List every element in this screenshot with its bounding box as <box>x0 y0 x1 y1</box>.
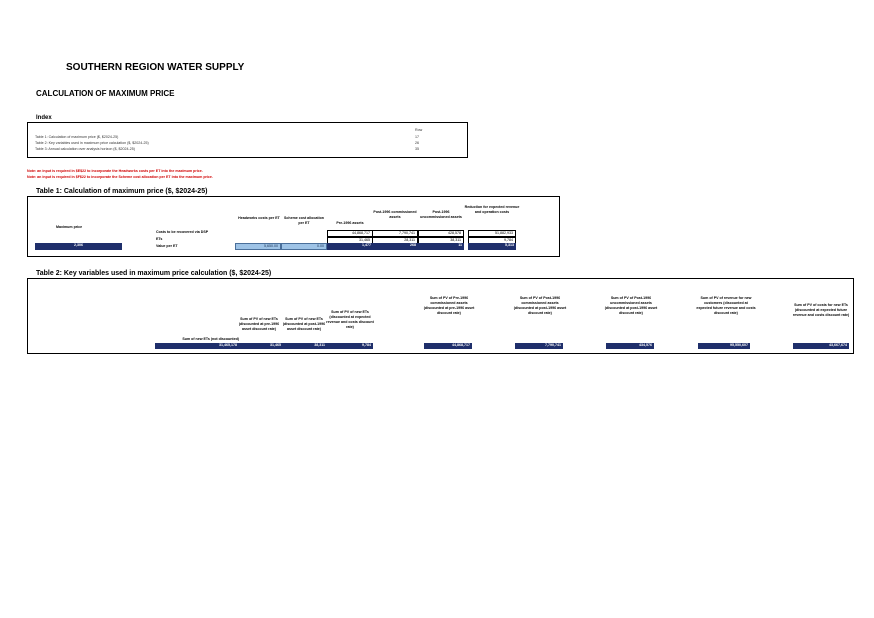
index-box: Row Table 1: Calculation of maximum pric… <box>27 122 468 158</box>
t2-value-pv-pre1996-ets: 31,465 <box>239 343 283 349</box>
index-link-table3[interactable]: Table 3: Annual calculation over analysi… <box>35 147 135 151</box>
cell-costs-post1996-uncomm: 428,578 <box>418 230 464 237</box>
note-headworks: Note: an input is required in $E$22 to i… <box>27 169 203 173</box>
input-headworks-per-et[interactable]: 5,650.00 <box>235 243 281 250</box>
t2-value-post1996-uncomm: 434,576 <box>606 343 654 349</box>
t2-header-pv-post1996-ets: Sum of PV of new ETs (discounted at post… <box>282 317 326 331</box>
t2-value-pv-post1996-ets: 38,311 <box>283 343 327 349</box>
input-scheme-per-et[interactable]: 0.00 <box>281 243 327 250</box>
t2-header-pv-pre1996-ets: Sum of PV of new ETs (discounted at pre-… <box>238 317 280 331</box>
index-row-number: 17 <box>415 135 419 139</box>
value-per-et-post1996-comm: 268 <box>372 243 418 250</box>
row-label-value-per-et: Value per ET <box>156 244 178 248</box>
header-post1996-uncomm: Post-1996 uncommissioned assets <box>420 210 462 219</box>
max-price-label: Maximum price <box>56 225 83 229</box>
value-per-et-reduction: 5,313 <box>468 243 516 250</box>
value-per-et-pre1996: 1,477 <box>327 243 373 250</box>
index-row-header: Row <box>415 128 423 132</box>
t2-header-pre1996-assets: Sum of PV of Pre-1996 commissioned asset… <box>423 296 475 315</box>
page-subtitle: CALCULATION OF MAXIMUM PRICE <box>36 89 175 98</box>
table1-title: Table 1: Calculation of maximum price ($… <box>36 188 208 195</box>
t2-value-pv-revenue: 95,550,607 <box>698 343 750 349</box>
header-scheme: Scheme cost allocation per ET <box>284 216 324 225</box>
table2-title: Table 2: Key variables used in maximum p… <box>36 270 272 277</box>
index-row-number: 35 <box>415 147 419 151</box>
max-price-value: 2,306 <box>35 243 122 250</box>
index-link-table2[interactable]: Table 2: Key variables used in maximum p… <box>35 141 149 145</box>
index-link-table1[interactable]: Table 1: Calculation of maximum price ($… <box>35 135 119 139</box>
header-headworks: Headworks costs per ET <box>238 216 280 220</box>
t2-value-pre1996-assets: 44,868,717 <box>424 343 472 349</box>
header-reduction: Reduction for expected revenue and opera… <box>464 205 520 214</box>
header-pre1996: Pre-1996 assets <box>336 221 364 225</box>
value-per-et-post1996-uncomm: 11 <box>418 243 464 250</box>
cell-costs-pre1996: 44,868,717 <box>327 230 373 237</box>
t2-header-pv-revenue: Sum of PV of revenue for new customers (… <box>696 296 756 315</box>
t2-value-new-ets: 31,465,178 <box>155 343 239 349</box>
t2-value-post1996-comm: 7,790,741 <box>515 343 563 349</box>
t2-value-pv-costs: 43,667,674 <box>793 343 849 349</box>
t2-header-post1996-uncomm: Sum of PV of Post-1996 uncommissioned as… <box>604 296 658 315</box>
t2-header-post1996-comm: Sum of PV of Post-1996 commissioned asse… <box>513 296 567 315</box>
note-scheme: Note: an input is required in $F$22 to i… <box>27 175 213 179</box>
index-row-number: 26 <box>415 141 419 145</box>
t2-header-pv-costs: Sum of PV of costs for new ETs (discount… <box>792 303 850 317</box>
table2: Sum of new ETs (not discounted) 31,465,1… <box>27 278 854 354</box>
row-label-costs: Costs to be recovered via DSP <box>156 230 209 234</box>
t2-value-pv-revenue-ets: 9,784 <box>327 343 373 349</box>
t2-header-new-ets: Sum of new ETs (not discounted) <box>182 337 239 341</box>
row-label-ets: ETs <box>156 237 163 241</box>
cell-costs-reduction: 51,882,933 <box>468 230 516 237</box>
t2-header-pv-revenue-ets: Sum of PV of new ETs (discounted at expe… <box>326 310 374 329</box>
cell-costs-post1996-comm: 7,790,741 <box>372 230 418 237</box>
page-title: SOUTHERN REGION WATER SUPPLY <box>66 62 245 73</box>
index-heading: Index <box>36 115 52 121</box>
header-post1996-comm: Post-1996 commissioned assets <box>373 210 417 219</box>
table1: Maximum price Headworks costs per ET Sch… <box>27 196 560 257</box>
